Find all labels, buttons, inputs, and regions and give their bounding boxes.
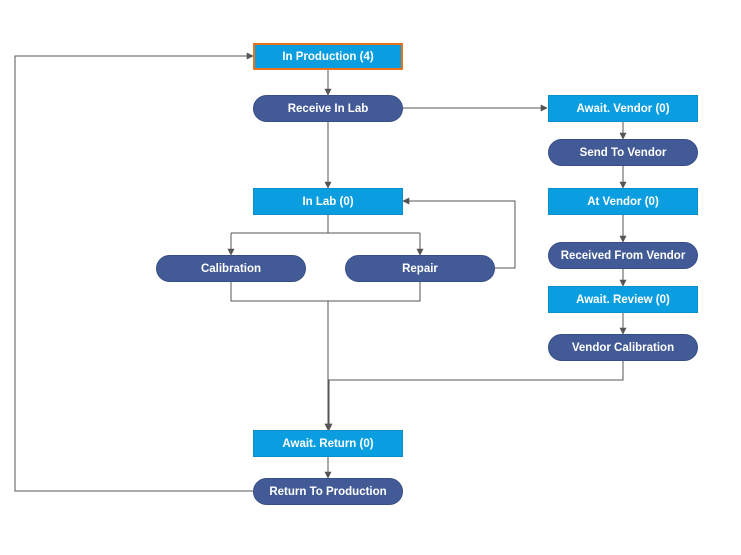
action-received-from-vendor[interactable]: Received From Vendor [548, 242, 698, 269]
state-at-vendor-label: At Vendor (0) [587, 195, 659, 208]
state-at-vendor[interactable]: At Vendor (0) [548, 188, 698, 215]
state-in-production[interactable]: In Production (4) [253, 43, 403, 70]
connector-in-lab-split [231, 215, 420, 234]
action-send-to-vendor-label: Send To Vendor [579, 146, 667, 159]
state-await-review-label: Await. Review (0) [576, 293, 670, 306]
state-await-vendor-label: Await. Vendor (0) [576, 102, 670, 115]
action-send-to-vendor[interactable]: Send To Vendor [548, 139, 698, 166]
action-receive-in-lab-label: Receive In Lab [287, 102, 369, 115]
state-await-review[interactable]: Await. Review (0) [548, 286, 698, 313]
action-return-to-production-label: Return To Production [269, 485, 387, 498]
action-return-to-production[interactable]: Return To Production [253, 478, 403, 505]
state-await-vendor[interactable]: Await. Vendor (0) [548, 95, 698, 122]
state-await-return[interactable]: Await. Return (0) [253, 430, 403, 457]
action-repair-label: Repair [402, 262, 438, 275]
action-calibration-label: Calibration [200, 262, 262, 275]
action-repair[interactable]: Repair [345, 255, 495, 282]
state-await-return-label: Await. Return (0) [282, 437, 374, 450]
action-calibration[interactable]: Calibration [156, 255, 306, 282]
action-receive-in-lab[interactable]: Receive In Lab [253, 95, 403, 122]
connector-repair-to-in-lab [402, 197, 516, 269]
connector-calibration-repair-merge [230, 282, 421, 302]
connector-vendor-calibration-to-await-return [325, 361, 624, 431]
state-in-lab-label: In Lab (0) [302, 195, 354, 208]
connector-return-to-production-to-in-production [14, 52, 254, 492]
action-vendor-calibration[interactable]: Vendor Calibration [548, 334, 698, 361]
action-vendor-calibration-label: Vendor Calibration [571, 341, 675, 354]
state-in-production-label: In Production (4) [282, 50, 374, 63]
state-in-lab[interactable]: In Lab (0) [253, 188, 403, 215]
action-received-from-vendor-label: Received From Vendor [560, 249, 686, 262]
